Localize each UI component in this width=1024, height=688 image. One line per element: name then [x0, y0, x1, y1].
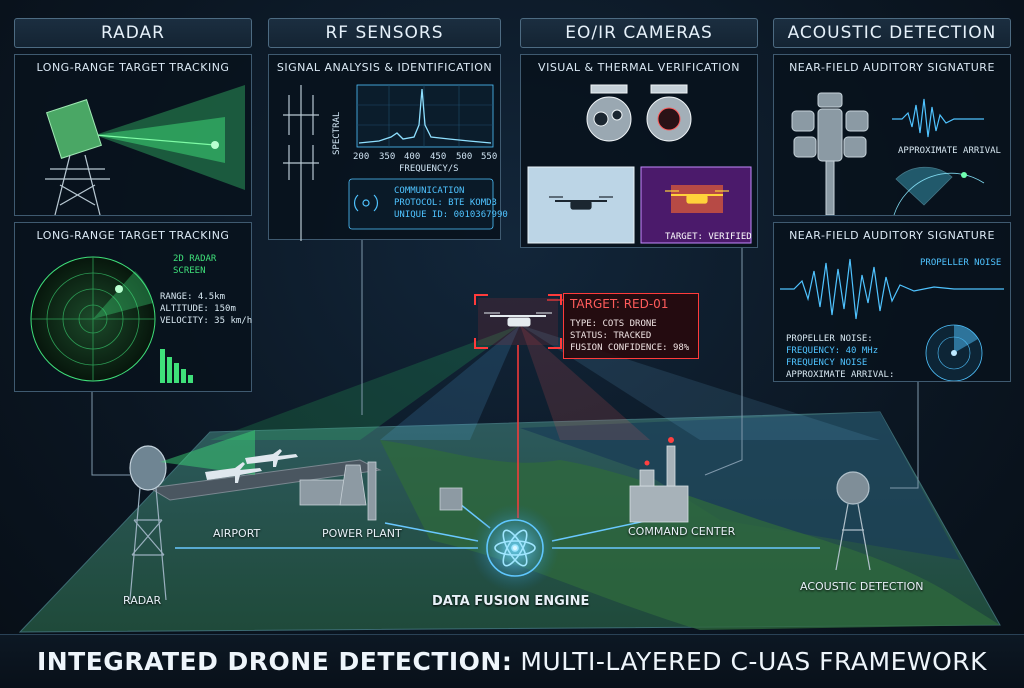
eo-target-verified: TARGET: VERIFIED — [665, 232, 752, 242]
radar-range: RANGE: 4.5km — [160, 292, 226, 302]
fusion-engine-label: DATA FUSION ENGINE — [432, 594, 590, 609]
radar-altitude: ALTITUDE: 150m — [160, 304, 236, 314]
rf-comm-line-1: COMMUNICATION — [394, 186, 465, 196]
target-brackets — [474, 294, 562, 349]
acoustic-line-1: PROPELLER NOISE: — [786, 334, 873, 344]
radar-top-panel: LONG-RANGE TARGET TRACKING — [14, 54, 252, 216]
signal-icon — [354, 194, 378, 212]
rf-x-tick-1: 350 — [379, 152, 396, 162]
acoustic-map-label: ACOUSTIC DETECTION — [800, 580, 924, 593]
acoustic-waveform-bottom — [780, 258, 1004, 320]
rf-x-tick-5: 550 — [481, 152, 498, 162]
eo-title: VISUAL & THERMAL VERIFICATION — [538, 61, 740, 74]
acoustic-sensor-illustration — [791, 92, 985, 215]
rf-spectrum-illustration — [283, 84, 494, 241]
rf-comm-line-3: UNIQUE ID: 0010367990 — [394, 210, 508, 220]
rf-x-tick-0: 200 — [353, 152, 370, 162]
rf-x-tick-4: 500 — [456, 152, 473, 162]
airport-label: AIRPORT — [213, 527, 261, 540]
radar-screen-label-2: SCREEN — [173, 266, 206, 276]
eo-section-header: EO/IR CAMERAS — [520, 18, 758, 48]
rf-section-header: RF SENSORS — [268, 18, 501, 48]
airplane-icons — [205, 449, 298, 483]
acoustic-bottom-panel: NEAR-FIELD AUDITORY SIGNATURE PROPELLER … — [773, 222, 1011, 382]
acoustic-top-panel: NEAR-FIELD AUDITORY SIGNATURE APPROXIMAT… — [773, 54, 1011, 216]
radar-velocity: VELOCITY: 35 km/h — [160, 316, 253, 326]
target-status: STATUS: TRACKED — [570, 331, 652, 341]
acoustic-line-3: FREQUENCY NOISE — [786, 358, 868, 368]
rf-comm-line-2: PROTOCOL: BTE KOMD3 — [394, 198, 497, 208]
acoustic-propeller-tag: PROPELLER NOISE — [920, 258, 1002, 268]
rf-panel: SIGNAL ANALYSIS & IDENTIFICATION SPECTRA… — [268, 54, 508, 241]
thermal-drone-icon — [665, 190, 729, 204]
drone-icon — [484, 312, 552, 327]
land-patches — [380, 440, 1000, 630]
rf-x-tick-3: 450 — [430, 152, 447, 162]
target-confidence: FUSION CONFIDENCE: 98% — [570, 343, 690, 353]
camera-gimbal-icons — [586, 84, 692, 142]
command-center-label: COMMAND CENTER — [628, 525, 736, 538]
sensor-beams — [210, 325, 880, 440]
eo-panel: VISUAL & THERMAL VERIFICATION TARGET: VE… — [520, 54, 758, 248]
rf-spectrum-line — [358, 88, 492, 144]
runway — [148, 459, 382, 501]
rf-x-tick-2: 400 — [404, 152, 421, 162]
radar-section-header: RADAR — [14, 18, 252, 48]
radar-tower — [129, 445, 167, 601]
radar-top-title: LONG-RANGE TARGET TRACKING — [36, 61, 230, 74]
command-center-building — [629, 437, 689, 523]
radar-beam-map — [160, 430, 255, 475]
panel-connectors — [91, 240, 919, 489]
power-plant-building — [299, 461, 463, 521]
rf-x-label: FREQUENCY/S — [399, 164, 459, 174]
radar-bottom-title: LONG-RANGE TARGET TRACKING — [36, 229, 230, 242]
acoustic-waveform-illustration — [780, 258, 1004, 381]
atom-icon — [486, 519, 544, 577]
eo-camera-illustration — [527, 84, 752, 244]
acoustic-top-arrival: APPROXIMATE ARRIVAL — [898, 146, 1001, 156]
acoustic-section-header: ACOUSTIC DETECTION — [773, 18, 1011, 48]
target-title: TARGET: RED-01 — [570, 297, 669, 311]
power-plant-label: POWER PLANT — [322, 527, 402, 540]
target-type: TYPE: COTS DRONE — [570, 319, 657, 329]
target-info-box: TARGET: RED-01 TYPE: COTS DRONE STATUS: … — [563, 293, 699, 359]
acoustic-line-4: APPROXIMATE ARRIVAL: — [786, 370, 895, 380]
footer-title-bold: INTEGRATED DRONE DETECTION: — [36, 647, 513, 676]
sea-area — [520, 412, 960, 560]
rf-y-label: SPECTRAL — [332, 111, 342, 155]
footer-title: INTEGRATED DRONE DETECTION: MULTI-LAYERE… — [0, 634, 1024, 688]
radar-screen-label-1: 2D RADAR — [173, 254, 217, 264]
acoustic-line-2: FREQUENCY: 40 MHz — [786, 346, 879, 356]
acoustic-tower — [835, 471, 871, 571]
radar-bottom-panel: LONG-RANGE TARGET TRACKING 2D RADAR SCRE… — [14, 222, 252, 392]
microphone-array-icon — [791, 92, 869, 215]
rf-antenna-mast — [283, 85, 319, 241]
acoustic-bottom-title: NEAR-FIELD AUDITORY SIGNATURE — [789, 229, 995, 242]
footer-title-light: MULTI-LAYERED C-UAS FRAMEWORK — [520, 647, 988, 676]
radar-map-label: RADAR — [123, 594, 162, 607]
radar-scope — [30, 256, 193, 383]
acoustic-top-title: NEAR-FIELD AUDITORY SIGNATURE — [789, 61, 995, 74]
radar-tower-illustration — [45, 85, 245, 215]
rf-title: SIGNAL ANALYSIS & IDENTIFICATION — [276, 61, 493, 74]
visual-drone-icon — [549, 196, 613, 210]
acoustic-waveform-top — [892, 98, 984, 138]
